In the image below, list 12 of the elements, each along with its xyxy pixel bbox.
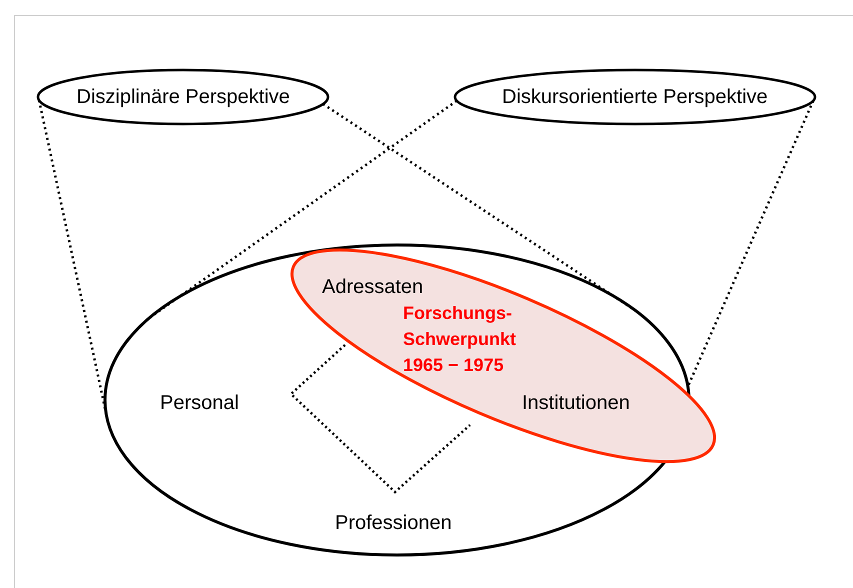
dotted-projection-line [38,100,108,414]
research-focus-text: Forschungs- Schwerpunkt [402,302,518,351]
perspective-label: Diskursorientierte Perspektive [502,86,768,108]
area-label: Professionen [335,512,452,535]
area-label: Institutionen [522,392,630,415]
perspective-label: Disziplinäre Perspektive [76,86,290,108]
research-focus-text: 1965 − 1975 [402,354,505,378]
dotted-projection-line [148,100,458,319]
dotted-projection-line [322,102,637,312]
area-label: Personal [160,392,239,415]
area-label: Adressaten [322,276,424,299]
dotted-projection-line [686,100,814,387]
